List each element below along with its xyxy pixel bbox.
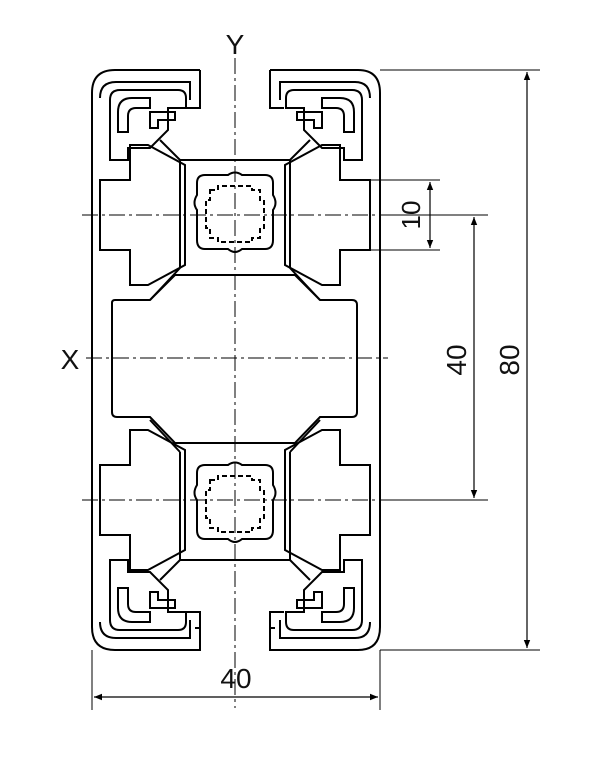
dim-width-label: 40 bbox=[220, 663, 251, 694]
side-slot-left-upper bbox=[99, 144, 186, 286]
lower-core-bore bbox=[193, 461, 277, 543]
x-axis-label: X bbox=[61, 344, 80, 375]
hook-tr-b bbox=[296, 111, 323, 129]
dimension-lines bbox=[94, 72, 531, 701]
hook-tr bbox=[321, 97, 355, 133]
bottom-slot-lips bbox=[186, 611, 284, 650]
outer-contour-right bbox=[269, 69, 381, 651]
upper-core-bore bbox=[193, 171, 277, 253]
top-slot-lips bbox=[186, 70, 284, 109]
center-lines bbox=[82, 58, 388, 708]
lower-core-inner bbox=[205, 475, 265, 533]
hook-tl-b bbox=[149, 111, 176, 129]
outer-contour-left bbox=[91, 69, 201, 651]
side-slot-right-lower bbox=[284, 429, 371, 571]
upper-core-inner bbox=[205, 185, 265, 243]
hook-br bbox=[321, 587, 355, 623]
central-cavity bbox=[111, 274, 358, 444]
inner-wall-right bbox=[279, 81, 371, 100]
side-slot-right-upper bbox=[284, 144, 371, 286]
extension-lines bbox=[91, 69, 540, 710]
side-slot-left-lower bbox=[99, 429, 186, 571]
hook-br-b bbox=[296, 591, 323, 609]
hook-bl-b bbox=[149, 591, 176, 609]
y-axis-label: Y bbox=[226, 29, 245, 60]
dim-height-label: 80 bbox=[494, 344, 525, 375]
dim-slot-pitch-label: 40 bbox=[441, 344, 472, 375]
dim-slot-width-label: 10 bbox=[396, 201, 426, 230]
inner-wall-left bbox=[99, 81, 191, 100]
hook-bl bbox=[117, 587, 151, 623]
inner-wall-right-bottom bbox=[279, 620, 371, 639]
profile-outline bbox=[91, 69, 381, 651]
inner-wall-left-bottom bbox=[99, 620, 191, 639]
hook-tl bbox=[117, 97, 151, 133]
